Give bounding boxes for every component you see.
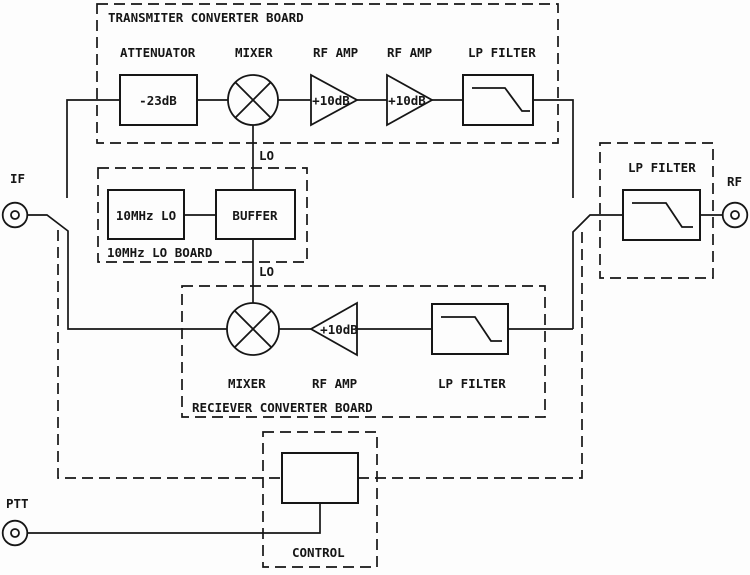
rx-mixer-circle (226, 302, 280, 356)
tx-lpfilter-label: LP FILTER (468, 45, 536, 60)
transmitter-board-outline (96, 3, 559, 144)
control-link-left (57, 230, 282, 479)
tx-amp2-label: RF AMP (387, 45, 432, 60)
rf-lpfilter-symbol (622, 189, 701, 241)
tx-mixer-cross-2 (234, 81, 272, 119)
tx-mixer-symbol (227, 74, 279, 126)
tx-amp2-triangle (386, 73, 434, 127)
wires (27, 99, 723, 534)
rx-amp-label: RF AMP (312, 376, 357, 391)
rf-filter-board-outline (599, 142, 714, 279)
rx-lpfilter-symbol (431, 303, 509, 355)
transmitter-board: TRANSMITER CONVERTER BOARD ATTENUATOR -2… (96, 3, 559, 144)
control-link-right (358, 230, 583, 479)
wire-ptt-to-control (28, 503, 321, 534)
rx-mixer-cross-2 (233, 309, 273, 349)
tx-amp2-symbol: +10dB (386, 73, 434, 127)
rx-amp-symbol: +10dB (309, 301, 358, 357)
lo-label-top: LO (259, 148, 274, 163)
tx-amp1-label: RF AMP (313, 45, 358, 60)
lo-board-outline (97, 167, 308, 263)
rf-lpfilter-curve-icon (632, 202, 693, 228)
ptt-connector-label: PTT (6, 496, 29, 511)
control-board: CONTROL (262, 431, 378, 568)
tx-lpfilter-symbol (462, 74, 534, 126)
rx-lpfilter-curve-icon (441, 316, 502, 342)
rx-amp-gain: +10dB (320, 322, 358, 337)
rx-mixer-label: MIXER (228, 376, 266, 391)
tx-amp2-gain: +10dB (388, 93, 426, 108)
rx-lpfilter-label: LP FILTER (438, 376, 506, 391)
if-connector-label: IF (10, 171, 25, 186)
tx-mixer-circle (227, 74, 279, 126)
ptt-connector: PTT (1, 496, 29, 547)
tx-lpfilter-box (462, 74, 534, 126)
oscillator-box (107, 189, 185, 240)
tx-lpfilter-curve-icon (472, 87, 530, 112)
receiver-board-outline (181, 285, 546, 418)
control-board-title: CONTROL (292, 545, 345, 560)
attenuator-box (119, 74, 198, 126)
control-board-outline (262, 431, 378, 568)
wire-tx-input (66, 99, 120, 198)
rf-connector-label: RF (727, 174, 742, 189)
tx-amp1-symbol: +10dB (310, 73, 359, 127)
control-box (281, 452, 359, 504)
ptt-connector-outer-ring (1, 519, 29, 547)
control-links (57, 230, 583, 479)
rf-lpfilter-box (622, 189, 701, 241)
rf-connector-outer-ring (721, 201, 749, 229)
rf-filter-board: LP FILTER (599, 142, 714, 279)
receiver-board: MIXER +10dB RF AMP LP FILTER RECIEVER CO… (181, 285, 546, 418)
rx-lpfilter-box (431, 303, 509, 355)
if-connector-outer-ring (1, 201, 29, 229)
rf-filter-board-title: LP FILTER (628, 160, 696, 175)
attenuator-label: ATTENUATOR (120, 45, 196, 60)
lo-board-title: 10MHz LO BOARD (107, 245, 212, 260)
transmitter-board-title: TRANSMITER CONVERTER BOARD (108, 10, 304, 25)
buffer-box (215, 189, 296, 240)
buffer-label: BUFFER (232, 208, 278, 223)
rf-connector: RF (721, 174, 749, 229)
lo-board: LO 10MHz LO BUFFER 10MHz LO BOARD LO (97, 148, 308, 279)
wire-rf-riser (572, 214, 623, 329)
rf-connector-pin (730, 210, 740, 220)
tx-amp1-triangle (310, 73, 359, 127)
tx-amp1-gain: +10dB (312, 93, 350, 108)
lo-label-bottom: LO (259, 264, 274, 279)
wire-if-to-rx-mixer (27, 214, 227, 330)
rx-mixer-symbol (226, 302, 280, 356)
wire-tx-output (533, 99, 574, 198)
ptt-connector-pin (10, 528, 20, 538)
tx-mixer-label: MIXER (235, 45, 273, 60)
oscillator-label: 10MHz LO (116, 208, 176, 223)
if-connector-pin (10, 210, 20, 220)
if-connector: IF (1, 171, 29, 229)
attenuator-value: -23dB (139, 93, 177, 108)
receiver-board-title: RECIEVER CONVERTER BOARD (192, 400, 373, 415)
rx-amp-triangle (309, 301, 358, 357)
